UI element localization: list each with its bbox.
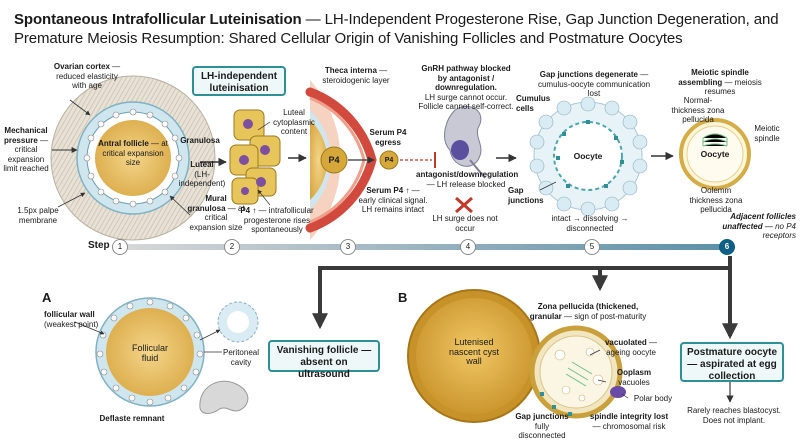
palpe-membrane-label: 1.5px palpe membrane: [17, 206, 59, 225]
step-2: 2: [224, 239, 240, 255]
step-label: Step: [88, 240, 110, 251]
normal-zona-label: Normal-thickness zona pellucida: [671, 96, 725, 124]
lh-independent-luteinisation-box: LH-independent luteinisation: [192, 66, 286, 96]
luteal-granulosa-cells: [229, 109, 281, 205]
serum-p4-egress-label: Serum P4 egress: [369, 128, 407, 147]
gnrh-pathway-label: GnRH pathway blocked by antagonist / dow…: [418, 64, 514, 111]
step-5: 5: [584, 239, 600, 255]
deflaste-remnant-label: Deflaste remnant: [99, 414, 165, 423]
luteal-label: Luteal(LH-independent): [178, 160, 226, 188]
gnrh-neuron-illustration: [444, 105, 486, 179]
rarely-blastocyst-label: Rarely reaches blastocyst. Does not impl…: [687, 406, 781, 425]
cyst-wall-label: Lutenised nascent cyst wall: [448, 337, 500, 366]
mural-granulosa-label: Mural granulosa — at critical expansion …: [187, 194, 245, 232]
serum-p4-up-label: Serum P4 ↑ — early clinical signal. LH r…: [358, 186, 428, 214]
diagram-title: Spontaneous Intrafollicular Luteinisatio…: [14, 11, 779, 47]
follicular-wall-label: follicular wall(weakest point): [44, 310, 99, 329]
meiotic-oocyte-illustration: [679, 118, 751, 190]
antral-follicle-label: Antral follicle — at critical expansion …: [98, 139, 168, 167]
follicular-fluid-label: Follicular fluid: [131, 343, 168, 363]
step-progress-bar: [116, 244, 730, 250]
step-4: 4: [460, 239, 476, 255]
spindle-lost-label: spindle integrity lost — chromosomal ris…: [589, 412, 669, 431]
step-6: 6: [719, 239, 735, 255]
panel-b-illustration: [407, 289, 626, 423]
p4-small-label: P4: [384, 157, 394, 164]
gap-junctions-label: Gap junctions: [508, 186, 544, 205]
cumulus-oocyte-complex: [529, 96, 648, 217]
mural-granulosa-cells: [83, 108, 183, 208]
granulosa-label: Granulosa: [180, 136, 220, 145]
panel-b-letter: B: [398, 290, 408, 305]
p4-rise-label: P4 ↑ — intrafollicular progesterone rise…: [240, 206, 314, 234]
antagonist-label: antagonist/downregulation — LH release b…: [416, 170, 519, 189]
panel-a-letter: A: [42, 290, 52, 305]
ovarian-cortex-label: Ovarian cortex — reduced elasticity with…: [53, 62, 121, 90]
meiotic-oocyte-label: Oocyte: [700, 149, 730, 159]
oolemm-label: Oolemm thickness zona pellucida: [689, 186, 743, 214]
meiotic-spindle-label: Meiotic spindle assembling — meiosis res…: [678, 68, 762, 96]
theca-interna-label: Theca interna — steroidogenic layer: [322, 66, 390, 85]
vacuolated-label: vacuolated — ageing oocyte: [604, 338, 658, 357]
step-1: 1: [112, 239, 128, 255]
luteal-cytoplasmic-label: Luteal cytoplasmic content: [273, 108, 315, 136]
meiotic-spindle-small-label: Meiotic spindle: [754, 124, 780, 143]
antral-follicle-illustration: [50, 75, 216, 241]
zona-pellucida-label: Zona pellucida (thickened, granular — si…: [529, 302, 647, 321]
vanishing-follicle-box: Vanishing follicle — absent on ultrasoun…: [268, 340, 380, 380]
gap-junctions-degenerate-label: Gap junctions degenerate — cumulus-oocyt…: [537, 70, 651, 98]
gap-progress-label: intact → dissolving → disconnected: [551, 214, 629, 233]
cumulus-cells-label: Cumulus cells: [516, 94, 551, 113]
mechanical-pressure-label: Mechanical pressure — critical expansion…: [3, 126, 49, 173]
postmature-oocyte-box: Postmature oocyte — aspirated at egg col…: [680, 342, 784, 382]
panel-a-illustration: [95, 297, 259, 414]
oocyte-label: Oocyte: [573, 151, 603, 161]
polar-body-label: Polar body: [633, 394, 673, 403]
p4-molecule-label: P4: [328, 155, 340, 165]
peritoneal-cavity-label: Peritoneal cavity: [222, 348, 260, 367]
no-lh-surge-label: LH surge does not occur: [432, 214, 498, 233]
step-3: 3: [340, 239, 356, 255]
adjacent-follicles-label: Adjacent follicles unaffected — no P4 re…: [722, 212, 796, 240]
blocked-cross-icon: [455, 196, 473, 214]
